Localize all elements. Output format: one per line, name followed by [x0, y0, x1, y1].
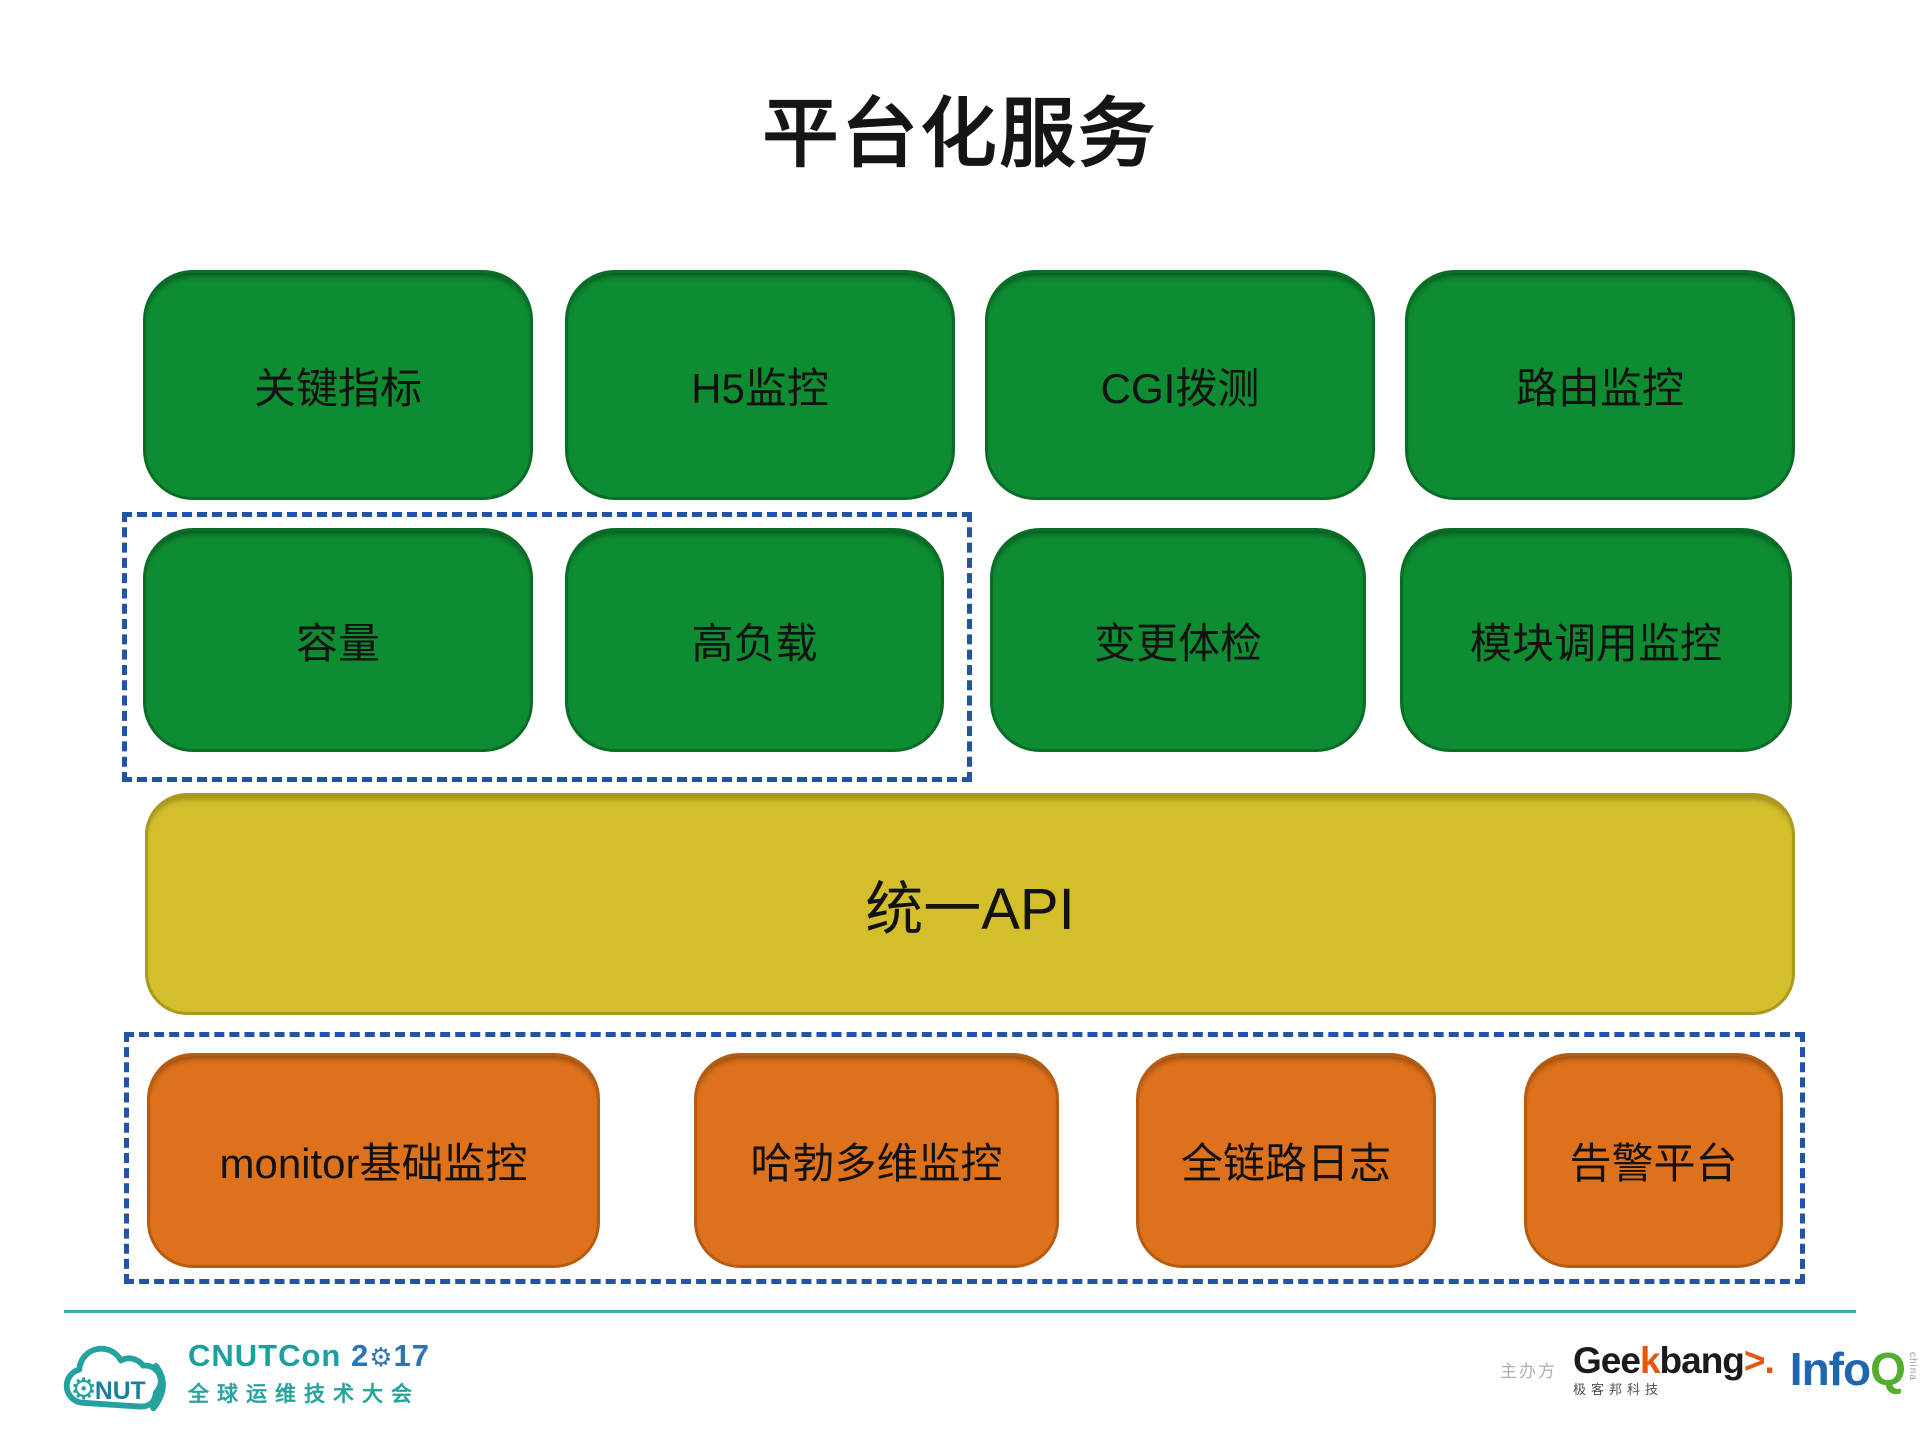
infoq-side-text: china [1906, 1352, 1918, 1381]
infoq-wordmark: InfoQ [1789, 1343, 1906, 1395]
geekbang-subtitle: 极客邦科技 [1573, 1382, 1664, 1397]
gear-icon: ⚙ [369, 1342, 394, 1372]
cnutcon-year: 2 [350, 1338, 370, 1373]
diagram-box-change-check: 变更体检 [990, 528, 1366, 752]
dashed-group-capacity-load [122, 512, 972, 782]
box-label: 全链路日志 [1180, 1140, 1391, 1187]
box-label: 容量 [295, 619, 380, 667]
box-label: 告警平台 [1569, 1140, 1738, 1187]
cnutcon-name: CNUTCon [188, 1338, 351, 1373]
geekbang-wordmark: Geekbang>. [1573, 1340, 1775, 1381]
cnutcon-cloud-logo-icon: ⚙ NUT [63, 1345, 166, 1412]
infoq-logo: InfoQ china [1789, 1343, 1918, 1395]
diagram-box-module-call-monitor: 模块调用监控 [1400, 528, 1792, 752]
organizer-label: 主办方 [1500, 1361, 1557, 1381]
chevron-right-icon: > [1743, 1340, 1766, 1381]
box-label: H5监控 [691, 364, 829, 412]
diagram-box-unified-api: 统一API [145, 793, 1795, 1015]
diagram-box-capacity: 容量 [143, 528, 533, 752]
diagram-box-fulllink-log: 全链路日志 [1136, 1053, 1436, 1268]
geekbang-k-accent: k [1639, 1340, 1661, 1381]
page-title: 平台化服务 [762, 92, 1158, 177]
diagram-box-alert-platform: 告警平台 [1524, 1053, 1783, 1268]
geekbang-dot: . [1764, 1340, 1775, 1381]
infoq-q-text: Q [1870, 1343, 1906, 1395]
diagram-box-cgi-probe: CGI拨测 [985, 270, 1375, 500]
footer-divider [64, 1310, 1856, 1313]
dashed-group-base-platforms [124, 1032, 1805, 1284]
svg-text:NUT: NUT [95, 1378, 146, 1405]
box-label: 路由监控 [1515, 364, 1684, 412]
organizer-logos: 主办方 Geekbang>. 极客邦科技 InfoQ china [1500, 1340, 1918, 1397]
diagram-box-high-load: 高负载 [565, 528, 944, 752]
svg-text:⚙: ⚙ [70, 1372, 97, 1407]
box-label: 哈勃多维监控 [750, 1140, 1003, 1187]
box-label: 变更体检 [1093, 619, 1262, 667]
box-label: CGI拨测 [1100, 364, 1260, 412]
infoq-info-text: Info [1789, 1343, 1871, 1395]
geekbang-text: Gee [1573, 1340, 1641, 1381]
box-label: 关键指标 [253, 364, 422, 412]
box-label: 模块调用监控 [1469, 619, 1722, 667]
box-label: monitor基础监控 [219, 1140, 528, 1187]
cnutcon-wordmark: CNUTCon 2⚙17 全球运维技术大会 [188, 1340, 430, 1408]
diagram-box-habo-multidim: 哈勃多维监控 [694, 1053, 1059, 1268]
diagram-box-monitor-base: monitor基础监控 [147, 1053, 600, 1268]
diagram-box-route-monitor: 路由监控 [1405, 270, 1795, 500]
box-label: 高负载 [691, 619, 818, 667]
box-label: 统一API [865, 877, 1075, 942]
geekbang-text: bang [1659, 1340, 1745, 1381]
cnutcon-title: CNUTCon 2⚙17 [188, 1340, 430, 1371]
diagram-box-h5-monitor: H5监控 [565, 270, 955, 500]
diagram-box-key-metrics: 关键指标 [143, 270, 533, 500]
cnutcon-year: 17 [393, 1338, 431, 1373]
cnutcon-subtitle: 全球运维技术大会 [188, 1383, 420, 1406]
geekbang-logo: Geekbang>. 极客邦科技 [1573, 1340, 1775, 1397]
